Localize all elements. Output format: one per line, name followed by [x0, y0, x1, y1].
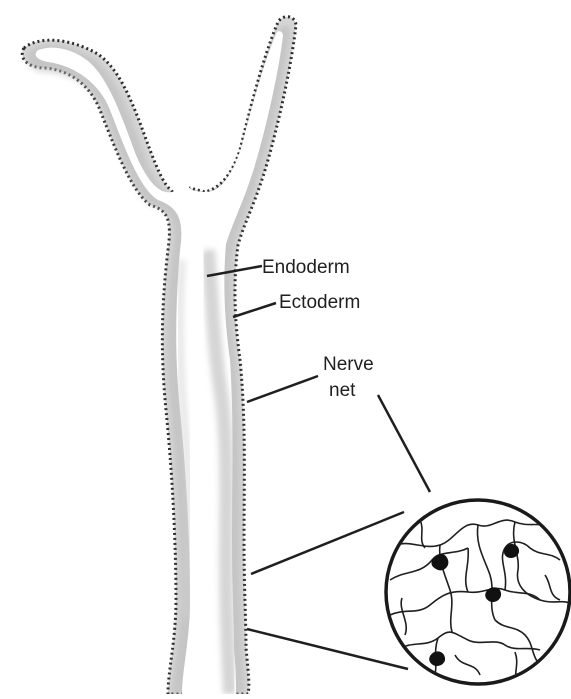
nerve-net-magnified-view — [386, 500, 571, 684]
nerve-net-pointer-line — [378, 395, 430, 492]
ectoderm-label: Ectoderm — [279, 292, 360, 314]
nerve-net-leader-line — [247, 376, 318, 402]
magnify-line-bottom — [247, 629, 408, 669]
ectoderm-leader-line — [233, 303, 276, 317]
magnify-line-top — [251, 512, 404, 574]
nerve-net-label-line2: net — [329, 380, 355, 402]
nerve-net-label-line1: Nerve — [323, 354, 374, 376]
endoderm-label: Endoderm — [262, 257, 350, 279]
